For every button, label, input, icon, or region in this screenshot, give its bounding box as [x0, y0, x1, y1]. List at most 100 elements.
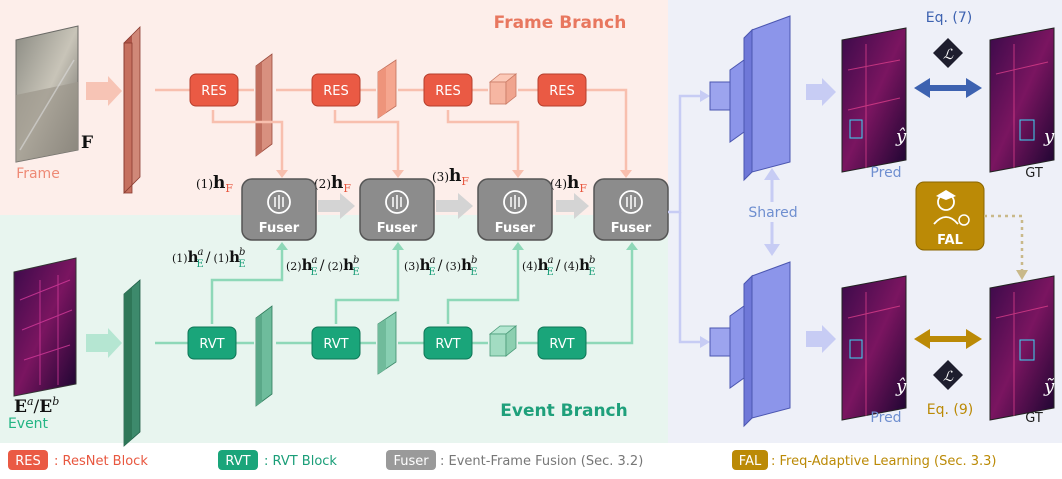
rvt-block-4: RVT: [537, 326, 587, 360]
loss-bottom-icon: ℒ: [933, 360, 963, 390]
chip-icon: [619, 190, 643, 214]
event-layer-1: [123, 279, 141, 447]
gt-bottom-image: [989, 275, 1055, 421]
svg-text:RVT: RVT: [549, 337, 574, 352]
legend-res: RES : ResNet Block: [8, 450, 148, 470]
svg-text:(4)haE/(4)hbE: (4)haE/(4)hbE: [522, 255, 596, 278]
svg-text:: ResNet Block: : ResNet Block: [54, 454, 148, 469]
svg-text:: Freq-Adaptive Learning (Sec.: : Freq-Adaptive Learning (Sec. 3.3): [771, 454, 996, 469]
eq-top-label: Eq. (7): [926, 10, 972, 26]
event-layer-2: [255, 305, 273, 407]
decoder-bottom: [709, 261, 791, 428]
fuser-block-4: Fuser: [593, 178, 669, 241]
pred-top-caption: Pred: [870, 165, 901, 181]
svg-text:ℒ: ℒ: [943, 47, 954, 63]
svg-text:Fuser: Fuser: [495, 221, 536, 236]
res-block-1: RES: [189, 73, 239, 107]
legend: RES : ResNet Block RVT : RVT Block Fuser…: [8, 450, 996, 470]
decoder-connector-heads: [700, 90, 710, 348]
frame-input-image: [15, 25, 79, 163]
event-layer-3: [377, 311, 397, 375]
fuser-chain-arrows: [318, 193, 589, 219]
frame-layer-3: [377, 59, 397, 119]
frame-branch-panel: [0, 0, 668, 215]
svg-text:RVT: RVT: [435, 337, 460, 352]
event-layer-4: [488, 325, 518, 357]
chip-icon: [267, 190, 291, 214]
palette-icon: [958, 214, 970, 226]
pred-top-image: [841, 27, 907, 173]
event-input-arrow: [86, 328, 122, 358]
svg-text:(3)hF: (3)hF: [432, 166, 469, 188]
res-block-2: RES: [311, 73, 361, 107]
svg-text:: RVT Block: : RVT Block: [264, 454, 337, 469]
gt-top-symbol: y: [1043, 126, 1055, 147]
svg-text:RES: RES: [15, 454, 41, 469]
frame-connectors: [155, 88, 628, 172]
shared-label: Shared: [748, 205, 797, 221]
svg-text:RES: RES: [549, 84, 575, 99]
event-connectors: [155, 248, 634, 345]
svg-text:RVT: RVT: [199, 337, 224, 352]
svg-text:(1)hF: (1)hF: [196, 173, 233, 195]
svg-text:RES: RES: [201, 84, 227, 99]
pred-bottom-image: [841, 275, 907, 421]
event-branch-title: Event Branch: [500, 401, 627, 421]
gt-bottom-symbol: ỹ: [1043, 376, 1055, 397]
event-caption: Event: [8, 416, 49, 432]
legend-fal: FAL : Freq-Adaptive Learning (Sec. 3.3): [732, 450, 996, 470]
pred-bottom-symbol: ŷ: [895, 376, 907, 397]
svg-text:: Event-Frame Fusion (Sec. 3.2: : Event-Frame Fusion (Sec. 3.2): [440, 454, 643, 469]
rvt-block-2: RVT: [311, 326, 361, 360]
chip-icon: [503, 190, 527, 214]
pred-bottom-arrow: [806, 325, 836, 353]
svg-text:Fuser: Fuser: [259, 221, 300, 236]
svg-text:(3)haE/(3)hbE: (3)haE/(3)hbE: [404, 255, 478, 278]
pred-bottom-caption: Pred: [870, 410, 901, 426]
svg-text:(2)hF: (2)hF: [314, 173, 351, 195]
loss-top-arrow: [914, 78, 982, 98]
fuser-block-2: Fuser: [359, 178, 435, 241]
svg-text:Fuser: Fuser: [393, 454, 429, 469]
pred-top-symbol: ŷ: [895, 126, 907, 147]
rvt-block-1: RVT: [187, 326, 237, 360]
stage-4-frame-feature: (4)hF: [550, 173, 587, 195]
eq-bottom-label: Eq. (9): [927, 402, 973, 418]
fuser-block-3: Fuser: [477, 178, 553, 241]
legend-rvt: RVT : RVT Block: [218, 450, 337, 470]
fuser-block-1: Fuser: [241, 178, 317, 241]
frame-input-arrow: [86, 76, 122, 106]
svg-text:(2)haE/(2)hbE: (2)haE/(2)hbE: [286, 255, 360, 278]
chip-icon: [385, 190, 409, 214]
gt-bottom-caption: GT: [1025, 411, 1043, 426]
pred-top-arrow: [806, 78, 836, 106]
fal-connector: [984, 214, 1028, 280]
fal-block: FAL: [915, 181, 985, 251]
svg-text:Fuser: Fuser: [377, 221, 418, 236]
frame-branch-title: Frame Branch: [494, 13, 627, 33]
svg-text:RES: RES: [323, 84, 349, 99]
shared-double-arrow: [744, 168, 802, 256]
frame-layer-1: [123, 26, 141, 194]
svg-text:RVT: RVT: [323, 337, 348, 352]
stage-2-frame-feature: (2)hF: [314, 173, 351, 195]
event-connector-heads: [276, 242, 638, 250]
loss-bottom-arrow: [914, 329, 982, 349]
res-block-4: RES: [537, 73, 587, 107]
svg-text:ℒ: ℒ: [943, 369, 954, 385]
frame-symbol: F: [81, 133, 93, 153]
event-input-image: [13, 257, 77, 397]
res-block-3: RES: [423, 73, 473, 107]
svg-text:FAL: FAL: [937, 233, 963, 248]
loss-top-icon: ℒ: [933, 38, 963, 68]
frame-connector-heads: [276, 170, 632, 178]
svg-text:RES: RES: [435, 84, 461, 99]
svg-text:FAL: FAL: [739, 454, 762, 469]
legend-fuser: Fuser : Event-Frame Fusion (Sec. 3.2): [386, 450, 643, 470]
